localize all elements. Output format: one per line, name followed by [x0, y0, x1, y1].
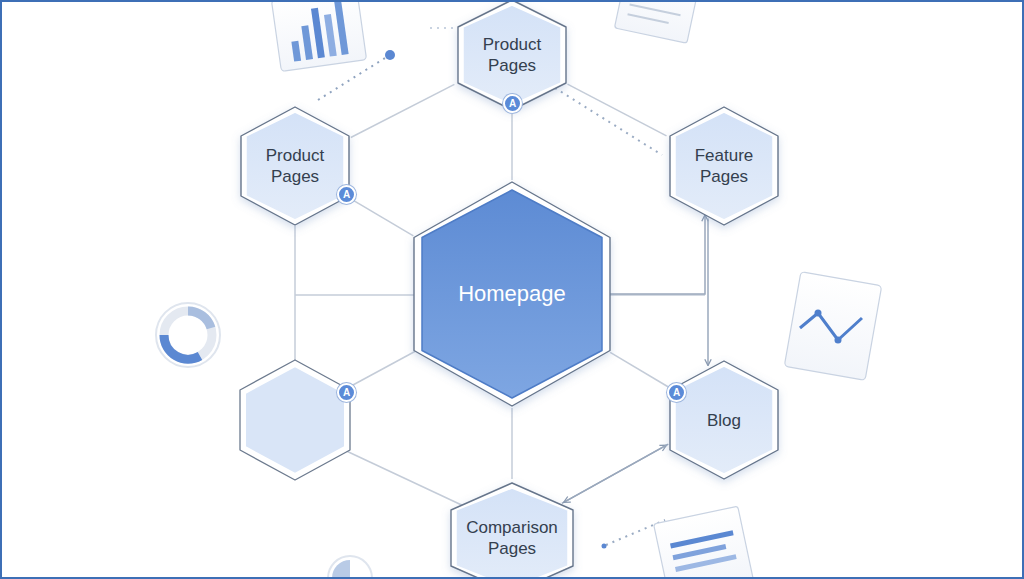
- bar-chart-icon: [271, 0, 366, 71]
- node-label: Homepage: [458, 281, 566, 307]
- node-label: Product Pages: [470, 34, 554, 76]
- connector: [564, 444, 669, 502]
- text-group: Product Pages: [253, 145, 337, 187]
- document-icon: [614, 0, 700, 43]
- node-label: Blog: [707, 410, 741, 431]
- hexagon-shape: [240, 106, 350, 226]
- dot: [385, 50, 395, 60]
- page-hexagon: Blog: [669, 360, 779, 480]
- connector: [351, 199, 414, 236]
- hub-hexagon: Homepage: [413, 181, 611, 407]
- connector: [511, 114, 513, 180]
- connector: [610, 352, 668, 387]
- text-group: Comparison Pages: [462, 517, 562, 559]
- connector: [568, 84, 667, 136]
- dotted-line: [555, 88, 662, 155]
- node-label: Comparison Pages: [462, 517, 562, 559]
- text-group: Homepage: [458, 281, 566, 307]
- connector: [610, 215, 705, 294]
- text-group: Feature Pages: [682, 145, 766, 187]
- dotted-line: [318, 58, 385, 100]
- connector: [351, 84, 455, 137]
- text-group: Blog: [707, 410, 741, 431]
- node-label: Product Pages: [253, 145, 337, 187]
- bar-card-icon: [654, 506, 755, 579]
- badge-letter: A: [667, 383, 686, 402]
- hexagon-shape: [669, 106, 779, 226]
- blank-hexagon: [240, 360, 350, 480]
- connector: [707, 218, 709, 365]
- dot: [602, 544, 607, 549]
- badge-letter: A: [337, 185, 356, 204]
- pie-icon: [328, 556, 372, 579]
- page-hexagon: Feature Pages: [669, 106, 779, 226]
- line-chart-icon: [784, 272, 881, 381]
- page-hexagon: Comparison Pages: [450, 482, 574, 579]
- connector: [511, 408, 513, 479]
- badge-letter: A: [337, 383, 356, 402]
- node-label: Feature Pages: [682, 145, 766, 187]
- badge-letter: A: [503, 94, 522, 113]
- text-group: Product Pages: [470, 34, 554, 76]
- page-hexagon: Product Pages: [240, 106, 350, 226]
- dotted-line: [430, 27, 460, 29]
- donut-chart-icon: [156, 303, 220, 367]
